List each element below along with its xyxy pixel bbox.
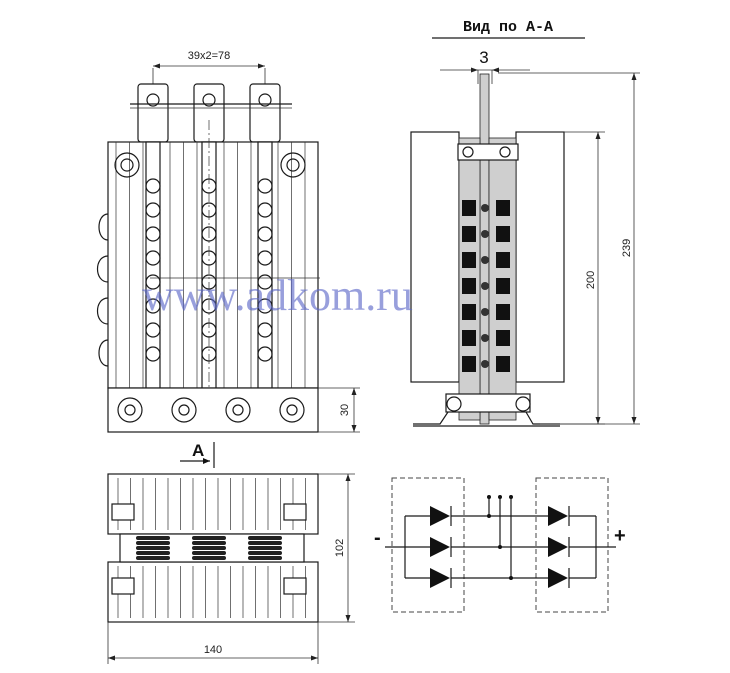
depth-dim: 102 xyxy=(334,539,346,557)
thickness-dim: 3 xyxy=(479,48,488,67)
circuit-schematic: - + xyxy=(374,477,626,613)
positive-terminal: + xyxy=(614,525,626,547)
section-marker: A xyxy=(192,441,204,460)
width-dim: 140 xyxy=(204,644,222,656)
front-view: 39x2=78 xyxy=(96,50,360,468)
base-height-dim: 30 xyxy=(339,404,351,416)
overall-height-dim: 239 xyxy=(621,239,633,257)
section-title: Вид по А-А xyxy=(463,19,553,36)
body-height-dim: 200 xyxy=(585,271,597,289)
negative-terminal: - xyxy=(374,527,381,549)
top-view: 102 140 xyxy=(107,473,355,664)
section-view: Вид по А-А 3 239 xyxy=(410,19,640,427)
terminal-pitch-dim: 39x2=78 xyxy=(188,50,231,62)
watermark: www.adkom.ru xyxy=(142,271,413,320)
